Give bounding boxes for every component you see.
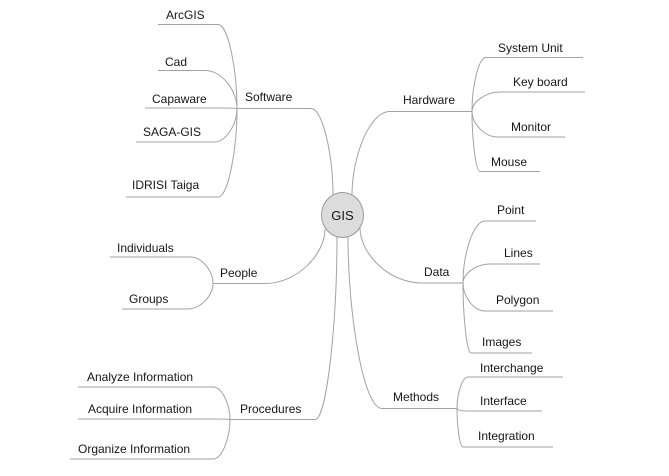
node-interface[interactable]: Interface [480,394,527,408]
node-methods[interactable]: Methods [393,390,440,404]
node-lines[interactable]: Lines [504,246,533,260]
node-analyze-information[interactable]: Analyze Information [87,370,194,384]
link-people-groups [186,283,214,310]
link-data-polygon [462,282,486,312]
node-people[interactable]: People [220,266,258,280]
link-gis-methods [347,236,383,409]
link-hardware-mouse [471,111,481,172]
node-capaware[interactable]: Capaware [152,92,207,106]
node-data[interactable]: Data [424,265,450,279]
node-arcgis[interactable]: ArcGIS [166,8,205,22]
link-hardware-system-unit [471,57,487,112]
link-methods-integration [456,408,464,448]
link-data-point [462,220,486,284]
link-people-individuals [189,256,214,284]
node-organize-information[interactable]: Organize Information [78,442,191,456]
link-gis-procedures [314,236,338,420]
link-software-saga-gis [213,108,238,143]
node-software[interactable]: Software [245,90,293,104]
node-polygon[interactable]: Polygon [496,293,540,307]
node-saga-gis[interactable]: SAGA-GIS [143,125,202,139]
link-hardware-key-board [471,91,501,112]
link-procedures-organize-information [212,419,231,460]
node-key-board[interactable]: Key board [513,75,568,89]
node-individuals[interactable]: Individuals [117,241,174,255]
node-interchange[interactable]: Interchange [480,361,544,375]
node-cad[interactable]: Cad [165,55,188,69]
link-software-capaware [217,107,238,109]
link-procedures-acquire-information [214,418,231,420]
link-software-idrisi-taiga [217,108,238,198]
node-integration[interactable]: Integration [478,429,535,443]
node-idrisi-taiga[interactable]: IDRISI Taiga [132,178,200,192]
node-acquire-information[interactable]: Acquire Information [88,402,193,416]
link-gis-hardware [351,111,391,196]
node-hardware[interactable]: Hardware [403,93,456,107]
node-point[interactable]: Point [497,203,525,217]
center-node-label: GIS [331,207,354,223]
link-hardware-monitor [471,111,499,138]
link-procedures-analyze-information [212,386,231,420]
link-software-cad [204,70,238,109]
link-software-arcgis [217,24,238,109]
link-data-lines [462,263,491,284]
link-gis-software [310,108,334,197]
node-monitor[interactable]: Monitor [511,120,552,134]
link-gis-people [264,228,326,284]
node-mouse[interactable]: Mouse [491,155,528,169]
node-images[interactable]: Images [482,335,522,349]
link-methods-interface [456,408,467,412]
link-gis-data [359,227,423,284]
center-node-gis[interactable]: GIS [321,192,364,238]
link-methods-interchange [456,376,469,409]
link-data-images [462,282,472,354]
node-procedures[interactable]: Procedures [240,402,302,416]
node-groups[interactable]: Groups [129,292,169,306]
node-system-unit[interactable]: System Unit [498,41,563,55]
